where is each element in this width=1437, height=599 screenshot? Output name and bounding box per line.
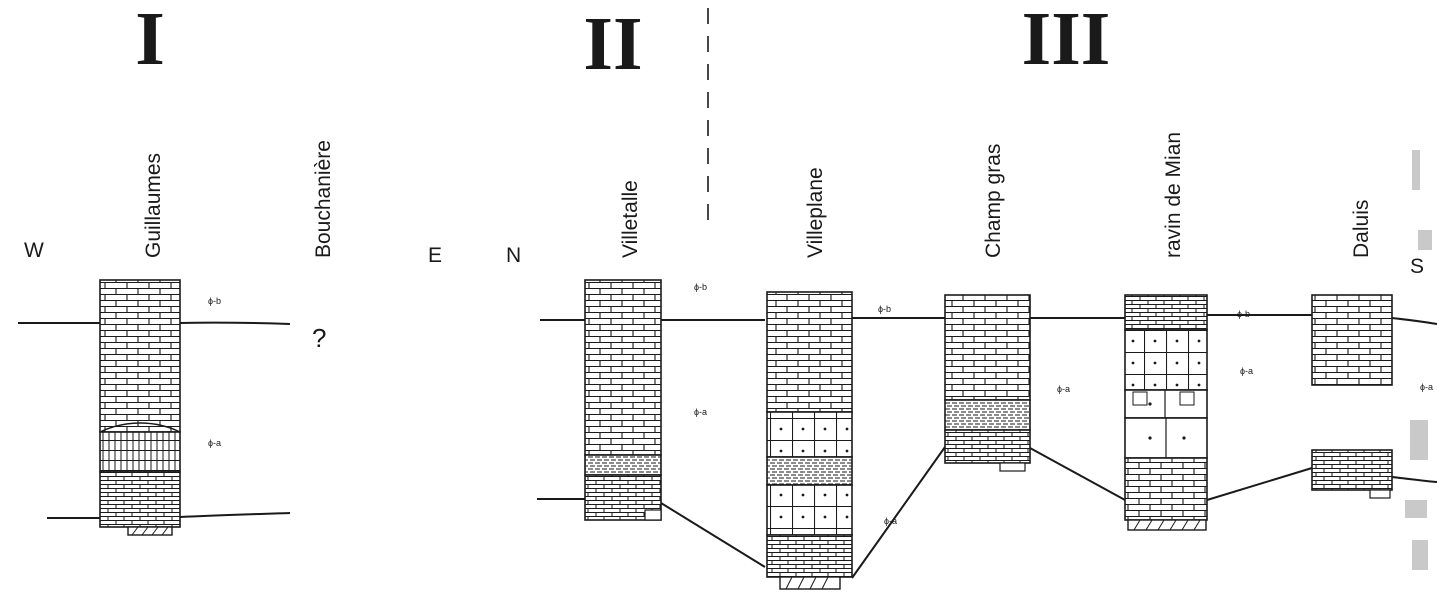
unknown-section-mark: ? [312, 323, 326, 353]
section-villeplane [766, 291, 853, 590]
group-numeral-1: I [135, 0, 165, 81]
column-name-villeplane: Villeplane [804, 167, 827, 258]
section-champ-gras [944, 294, 1031, 472]
correlation-top-right [540, 314, 1437, 325]
section-ravin-de-mian [1124, 294, 1208, 531]
correlation-lines [18, 314, 1437, 579]
fossil-marker: ɸ-b [208, 296, 221, 306]
fossil-marker: ɸ-b [878, 304, 891, 314]
section-daluis [1311, 294, 1393, 499]
correlation-base-right [537, 446, 1437, 579]
orientation-east: E [428, 244, 442, 267]
column-name-ravin-de-mian: ravin de Mian [1162, 132, 1185, 258]
fossil-marker: ɸ-b [694, 282, 707, 292]
orientation-south: S [1410, 255, 1424, 278]
fossil-marker: ɸ-a [1420, 382, 1433, 392]
orientation-west: W [24, 239, 44, 262]
fossil-marker: ɸ-a [884, 516, 897, 526]
fossil-marker: ɸ-a [208, 438, 221, 448]
fossil-marker: ɸ-b [1237, 309, 1250, 319]
column-name-daluis: Daluis [1350, 200, 1373, 258]
orientation-north: N [506, 244, 521, 267]
bleed-through-marks [1405, 150, 1432, 570]
section-guillaumes [99, 279, 181, 536]
fossil-marker: ɸ-a [1057, 384, 1070, 394]
fossil-marker: ɸ-a [694, 407, 707, 417]
group-numeral-2: II [583, 2, 642, 86]
fossil-markers: ɸ-b ɸ-a ɸ-b ɸ-a ɸ-b ɸ-a ɸ-a ɸ-b ɸ-a ɸ-a [208, 282, 1433, 526]
column-name-bouchaniere: Bouchanière [312, 140, 335, 258]
correlation-top-left [18, 321, 291, 325]
group-numeral-3: III [1022, 0, 1111, 81]
fossil-marker: ɸ-a [1240, 366, 1253, 376]
column-name-guillaumes: Guillaumes [142, 153, 165, 258]
correlation-base-left [47, 512, 291, 519]
column-name-villetalle: Villetalle [619, 180, 642, 258]
column-name-champ-gras: Champ gras [982, 144, 1005, 258]
section-villetalle [584, 279, 662, 521]
